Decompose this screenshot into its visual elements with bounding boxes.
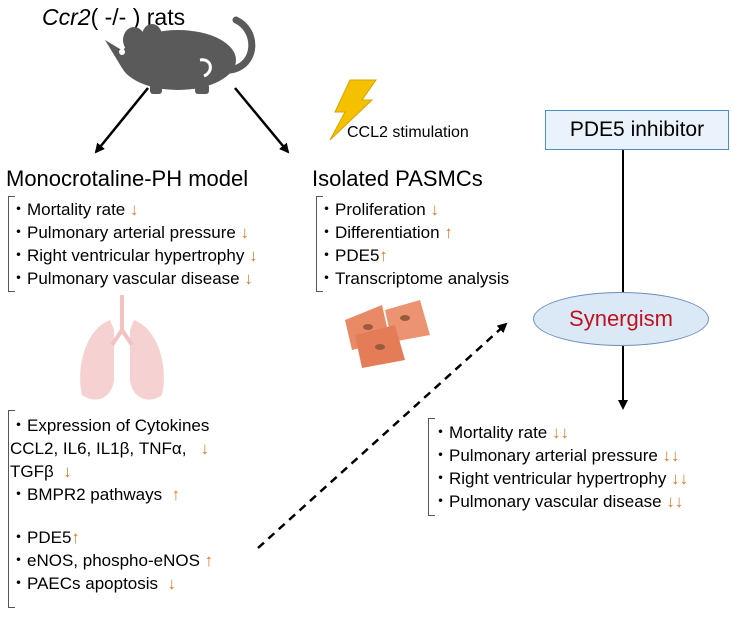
model-result-item: ・Right ventricular hypertrophy ↓: [10, 246, 258, 265]
arrow-to-model: [94, 87, 149, 154]
rat-eye: [119, 49, 125, 55]
pde5-inhibitor-label: PDE5 inhibitor: [569, 118, 705, 141]
model-result-item: ・Mortality rate ↓: [10, 200, 139, 219]
pasmc-bracket: [316, 196, 323, 292]
pasmc-results-list: ・Proliferation ↓ ・Differentiation ↑ ・PDE…: [318, 198, 509, 290]
combo-result-item: ・Mortality rate ↓↓: [432, 423, 569, 442]
cytokines-line-2: TGFβ ↓: [10, 462, 72, 481]
stimulation-label: CCL2 stimulation: [347, 124, 469, 141]
model-bracket: [8, 196, 15, 292]
lung-icon: [80, 295, 164, 400]
synergism-label: Synergism: [569, 306, 673, 331]
combo-result-item: ・Pulmonary arterial pressure ↓↓: [432, 446, 680, 465]
pasmc-heading: Isolated PASMCs: [312, 166, 483, 191]
cytokines-line-1: CCL2, IL6, IL1β, TNFα, ↓: [10, 439, 210, 458]
gene-name: Ccr2: [42, 4, 91, 30]
pasmc-result-item: ・Differentiation ↑: [318, 223, 453, 242]
cytokines-heading: ・Expression of Cytokines: [10, 416, 210, 435]
spacer: [10, 506, 213, 526]
pasmc-result-item: ・Proliferation ↓: [318, 200, 439, 219]
rat-icon: [105, 16, 256, 94]
rat-title: Ccr2( -/- ) rats: [42, 4, 185, 31]
pde5-inhibitor-box: PDE5 inhibitor: [545, 110, 729, 150]
combo-results-list: ・Mortality rate ↓↓ ・Pulmonary arterial p…: [432, 421, 688, 513]
enos-item: ・eNOS, phospho-eNOS ↑: [10, 551, 214, 570]
apoptosis-item: ・PAECs apoptosis ↓: [10, 574, 176, 593]
lightning-icon: [329, 79, 377, 141]
pasmc-result-item: ・Transcriptome analysis: [318, 269, 510, 288]
rat-title-rest: ( -/- ) rats: [90, 4, 186, 30]
rat-leg-line: [199, 58, 212, 78]
lung-results-list: ・Expression of Cytokines CCL2, IL6, IL1β…: [10, 414, 213, 595]
synergism-ellipse: Synergism: [533, 292, 709, 346]
cells-icon: [345, 300, 430, 368]
bmpr2-item: ・BMPR2 pathways ↑: [10, 485, 181, 504]
combo-result-item: ・Right ventricular hypertrophy ↓↓: [432, 469, 689, 488]
model-result-item: ・Pulmonary vascular disease ↓: [10, 269, 253, 288]
model-heading: Monocrotaline-PH model: [6, 166, 249, 191]
model-results-list: ・Mortality rate ↓ ・Pulmonary arterial pr…: [10, 198, 258, 290]
pasmc-result-item: ・PDE5↑: [318, 246, 388, 265]
model-result-item: ・Pulmonary arterial pressure ↓: [10, 223, 250, 242]
lung-bracket: [8, 410, 15, 608]
arrow-to-pasmc: [234, 87, 290, 154]
combo-bracket: [428, 418, 435, 516]
pde5-item: ・PDE5↑: [10, 528, 80, 547]
combo-result-item: ・Pulmonary vascular disease ↓↓: [432, 492, 684, 511]
